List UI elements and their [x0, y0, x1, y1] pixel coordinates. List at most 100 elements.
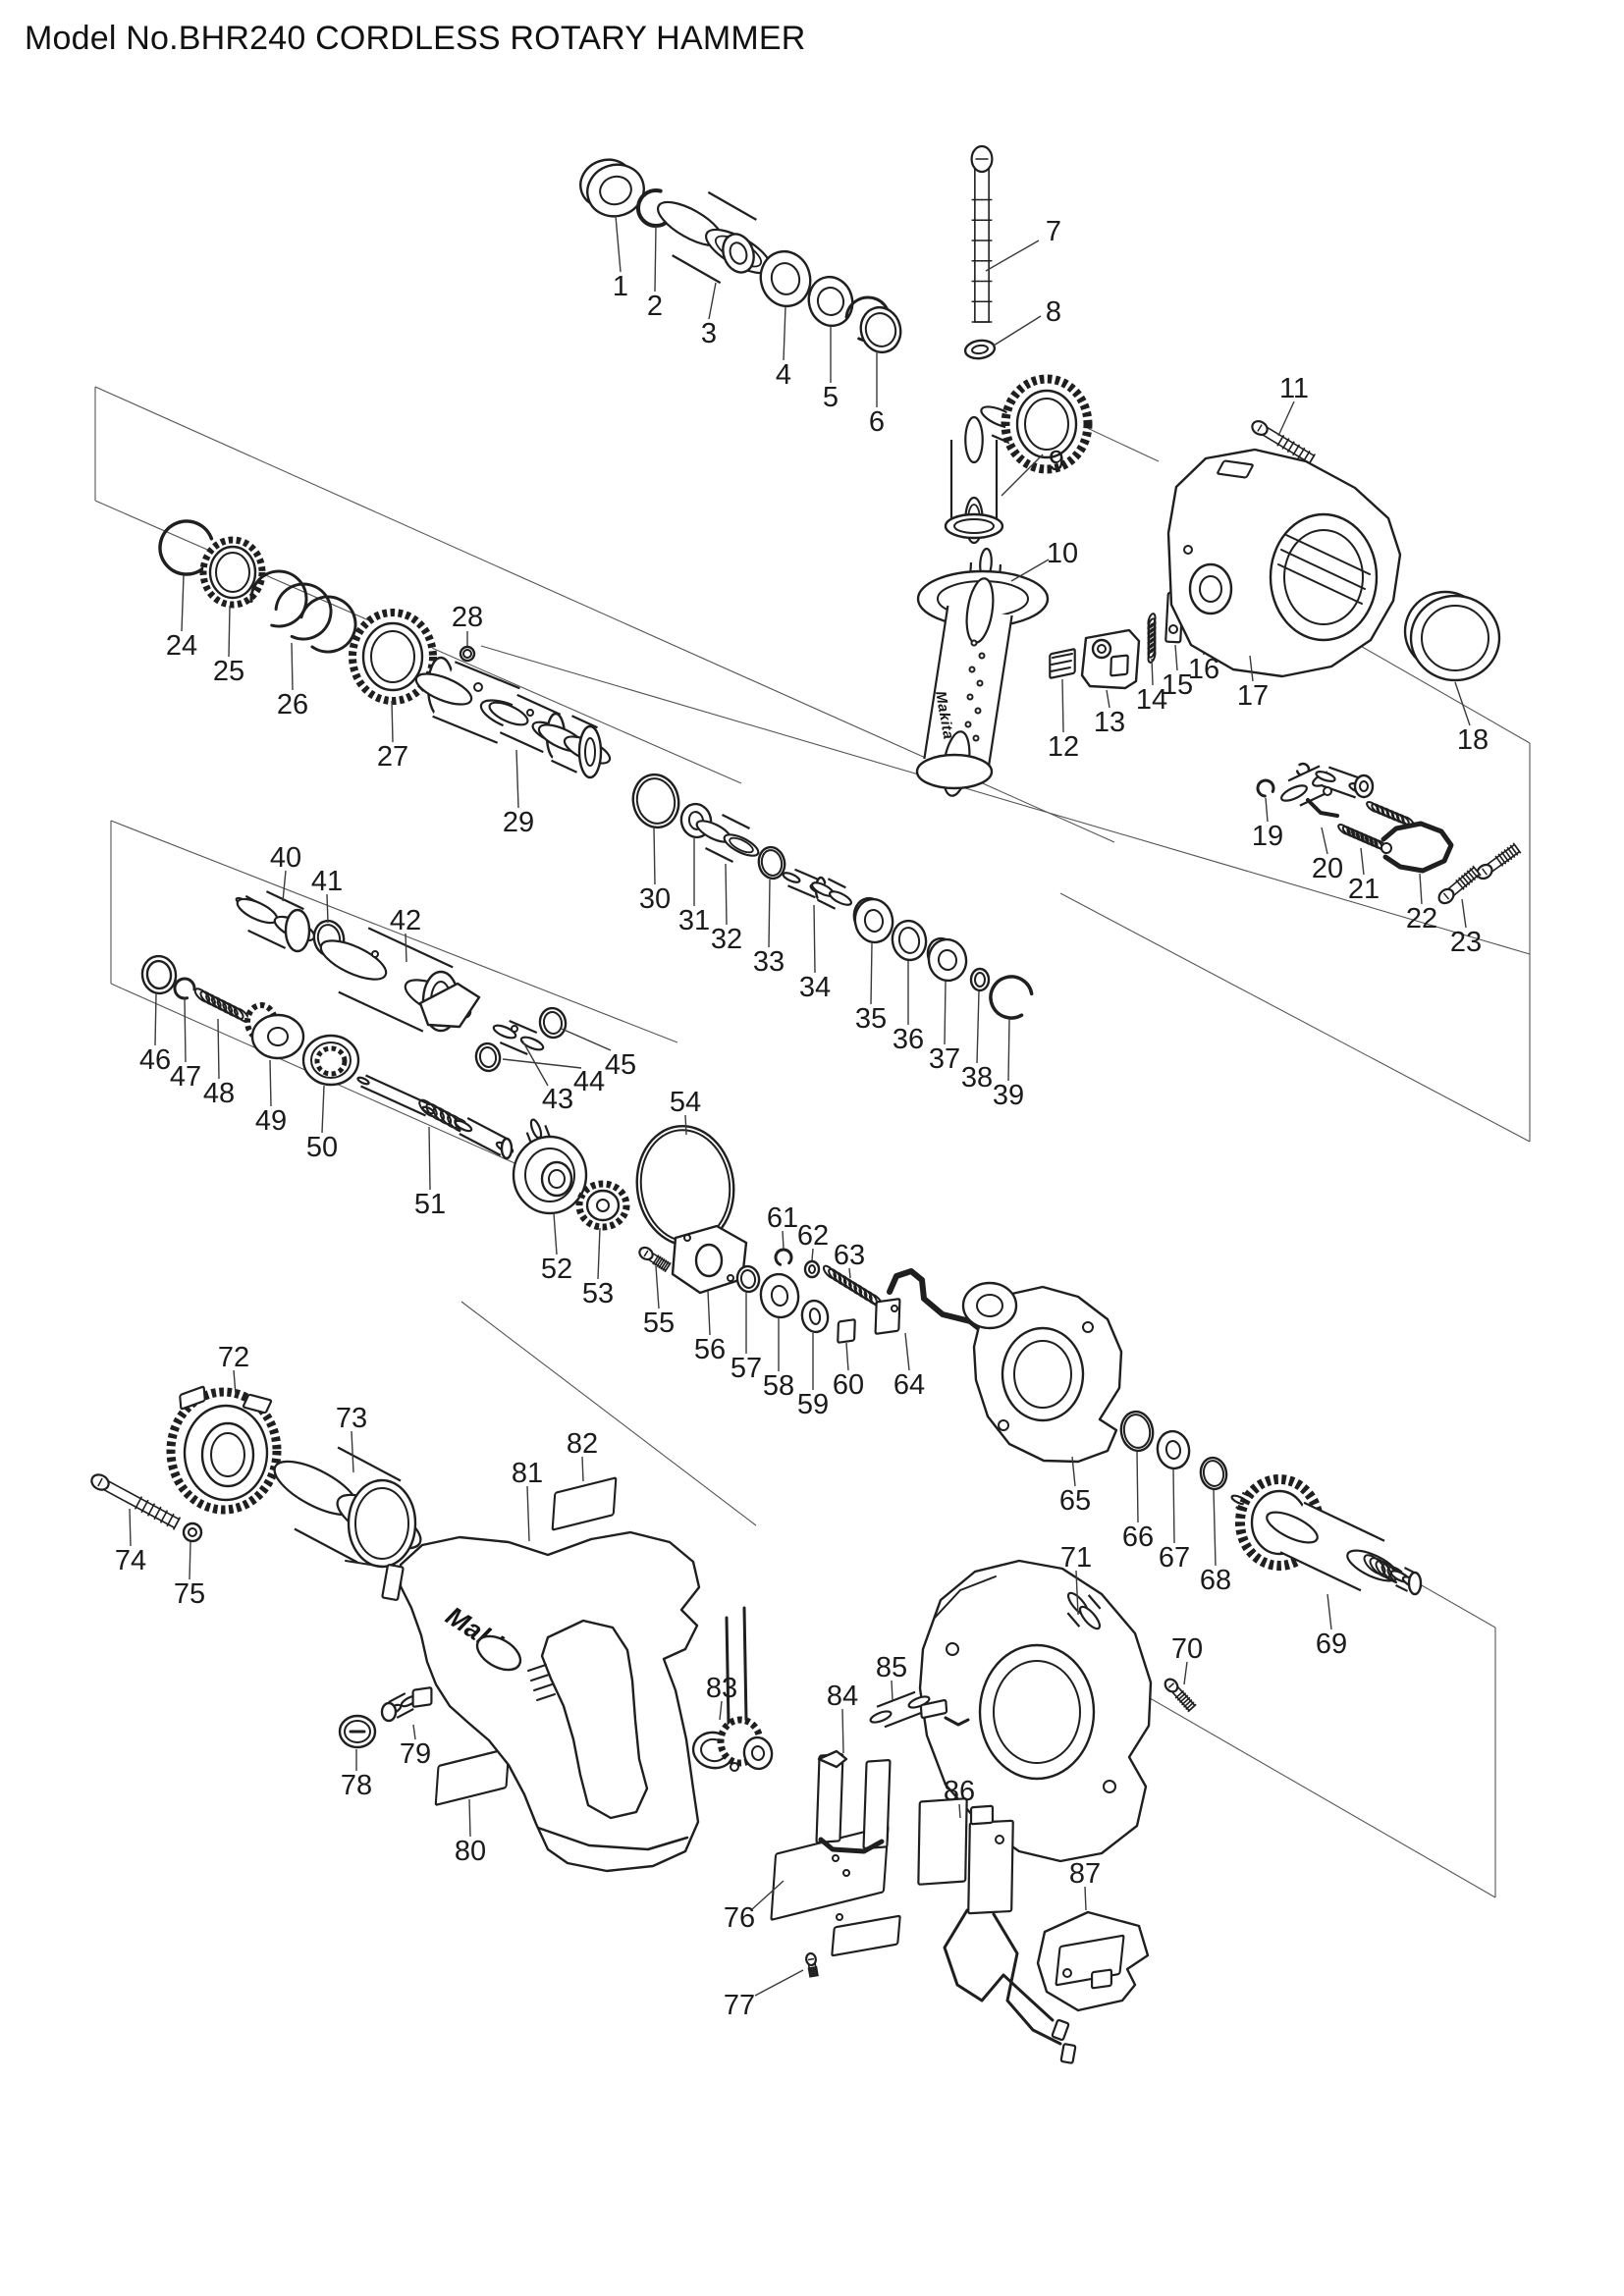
part-9-number-label: 9	[1049, 446, 1064, 477]
part-23-leader-line	[1461, 898, 1467, 929]
part-57-number-label: 57	[731, 1353, 762, 1384]
part-34-leader-line	[813, 904, 816, 974]
part-24-group: 24	[158, 519, 214, 662]
part-58-number-label: 58	[763, 1370, 794, 1402]
part-25-number-label: 25	[213, 656, 244, 687]
part-66-group: 66	[1119, 1410, 1155, 1553]
part-21-leader-line	[1360, 847, 1365, 876]
part-80-leader-line	[468, 1798, 471, 1838]
part-73-group: 73	[273, 1403, 422, 1569]
part-63-leader-line	[848, 1267, 851, 1279]
part-87-leader-line	[1084, 1886, 1087, 1911]
part-30-group: 30	[631, 773, 680, 915]
part-4-group: 4	[759, 249, 812, 391]
part-22-group: 22	[1380, 821, 1454, 934]
part-34-group: 34	[782, 868, 853, 1003]
part-74-leader-line	[129, 1508, 132, 1547]
part-87-number-label: 87	[1069, 1858, 1101, 1890]
part-44-group: 44	[502, 1006, 605, 1097]
part-74-group: 74	[90, 1473, 182, 1576]
part-36-number-label: 36	[893, 1024, 924, 1055]
part-53-group: 53	[575, 1180, 630, 1309]
part-79-group: 79	[380, 1686, 433, 1770]
part-14-group: 14	[1136, 613, 1167, 716]
part-73-number-label: 73	[336, 1403, 367, 1434]
part-62-leader-line	[811, 1248, 814, 1261]
part-8-number-label: 8	[1046, 296, 1061, 328]
part-41-number-label: 41	[311, 866, 343, 897]
part-36-group: 36	[891, 919, 928, 1055]
part-24-leader-line	[181, 574, 185, 632]
part-50-group: 50	[301, 1034, 360, 1163]
part-47-number-label: 47	[170, 1061, 201, 1093]
part-69-group: 69	[1230, 1474, 1423, 1660]
part-32-leader-line	[725, 863, 728, 926]
part-3-number-label: 3	[701, 318, 717, 349]
part-45-leader-line	[561, 1028, 612, 1051]
part-80-number-label: 80	[455, 1836, 486, 1867]
part-67-number-label: 67	[1159, 1542, 1190, 1574]
part-78-number-label: 78	[341, 1770, 372, 1801]
part-54-group: 54	[635, 1087, 735, 1247]
part-14-leader-line	[1151, 658, 1154, 686]
part-62-number-label: 62	[797, 1220, 829, 1252]
part-68-group: 68	[1199, 1456, 1231, 1596]
part-70-group: 70	[1164, 1633, 1203, 1713]
part-56-number-label: 56	[694, 1334, 726, 1365]
part-55-number-label: 55	[643, 1308, 675, 1339]
part-15-leader-line	[1174, 644, 1178, 671]
part-45-number-label: 45	[605, 1049, 636, 1081]
part-85-leader-line	[891, 1680, 893, 1701]
part-65-number-label: 65	[1059, 1485, 1091, 1517]
part-19-number-label: 19	[1252, 821, 1283, 852]
part-74-number-label: 74	[115, 1545, 146, 1576]
page-title: Model No.BHR240 CORDLESS ROTARY HAMMER	[25, 20, 806, 57]
part-15-number-label: 15	[1162, 669, 1193, 701]
part-33-number-label: 33	[753, 946, 785, 978]
part-37-leader-line	[944, 981, 947, 1045]
part-72-number-label: 72	[218, 1342, 249, 1373]
part-82-group: 82	[551, 1428, 618, 1531]
part-63-number-label: 63	[834, 1240, 865, 1271]
part-26-number-label: 26	[277, 689, 308, 721]
part-61-number-label: 61	[767, 1202, 798, 1234]
part-19-group: 19	[1252, 762, 1311, 852]
part-21-group: 21	[1337, 801, 1415, 905]
part-41-leader-line	[326, 893, 329, 924]
part-81-group: Makita81	[381, 1458, 701, 1873]
part-29-group: 29	[414, 656, 612, 838]
part-3-group: 3	[657, 190, 772, 349]
part-26-leader-line	[291, 642, 294, 691]
part-78-group: 78	[338, 1714, 377, 1801]
part-71-group: 71	[918, 1542, 1153, 1863]
part-12-group: 12	[1048, 648, 1079, 763]
part-38-group: 38	[961, 967, 993, 1094]
part-11-number-label: 11	[1279, 373, 1309, 404]
part-58-group: 58	[759, 1272, 800, 1402]
part-35-leader-line	[870, 942, 873, 1005]
part-42-group: 42	[319, 905, 481, 1033]
part-27-group: 27	[349, 609, 437, 773]
part-52-group: 52	[512, 1118, 588, 1285]
part-25-group: 25	[199, 536, 266, 687]
part-39-group: 39	[989, 975, 1034, 1111]
part-44-number-label: 44	[573, 1066, 605, 1097]
part-75-leader-line	[189, 1541, 191, 1580]
part-77-group: 77	[724, 1951, 819, 2021]
part-77-leader-line	[754, 1969, 804, 1997]
part-64-group: 64	[874, 1268, 982, 1401]
part-37-group: 37	[926, 936, 968, 1075]
part-6-group: 6	[844, 295, 902, 438]
part-83-group: 83	[691, 1606, 774, 1772]
part-69-number-label: 69	[1316, 1629, 1347, 1660]
part-49-group: 49	[244, 1002, 305, 1137]
part-28-number-label: 28	[452, 602, 483, 633]
part-56-leader-line	[707, 1290, 711, 1336]
part-70-number-label: 70	[1171, 1633, 1203, 1665]
part-49-number-label: 49	[255, 1105, 287, 1137]
part-1-leader-line	[615, 215, 622, 273]
part-66-number-label: 66	[1122, 1522, 1154, 1553]
part-68-number-label: 68	[1200, 1565, 1231, 1596]
part-65-group: 65	[961, 1281, 1123, 1517]
